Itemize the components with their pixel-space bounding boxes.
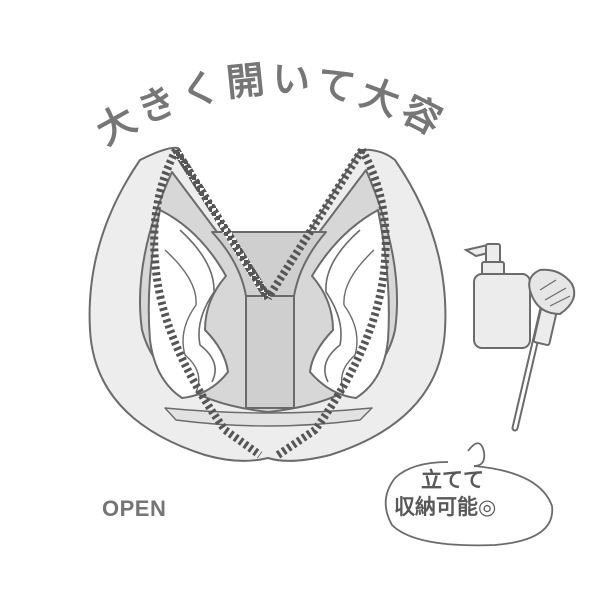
callout-bubble	[384, 442, 554, 547]
pouch	[88, 146, 447, 462]
pump-bottle-icon	[463, 242, 531, 349]
makeup-brush-icon	[511, 268, 576, 432]
open-label: OPEN	[102, 496, 167, 521]
callout-line-2: 収納可能◎	[394, 495, 497, 519]
zipper	[150, 147, 390, 459]
zipper-left-side	[150, 148, 263, 459]
right-inner-pocket	[309, 209, 390, 399]
callout-line-1: 立てて	[421, 468, 484, 492]
left-inner-pocket	[147, 209, 229, 399]
headline-text: 大きく開いて大容量	[0, 0, 454, 153]
zipper-right	[264, 147, 366, 301]
center-divider-strap	[245, 295, 295, 409]
zipper-right-side	[275, 148, 390, 459]
